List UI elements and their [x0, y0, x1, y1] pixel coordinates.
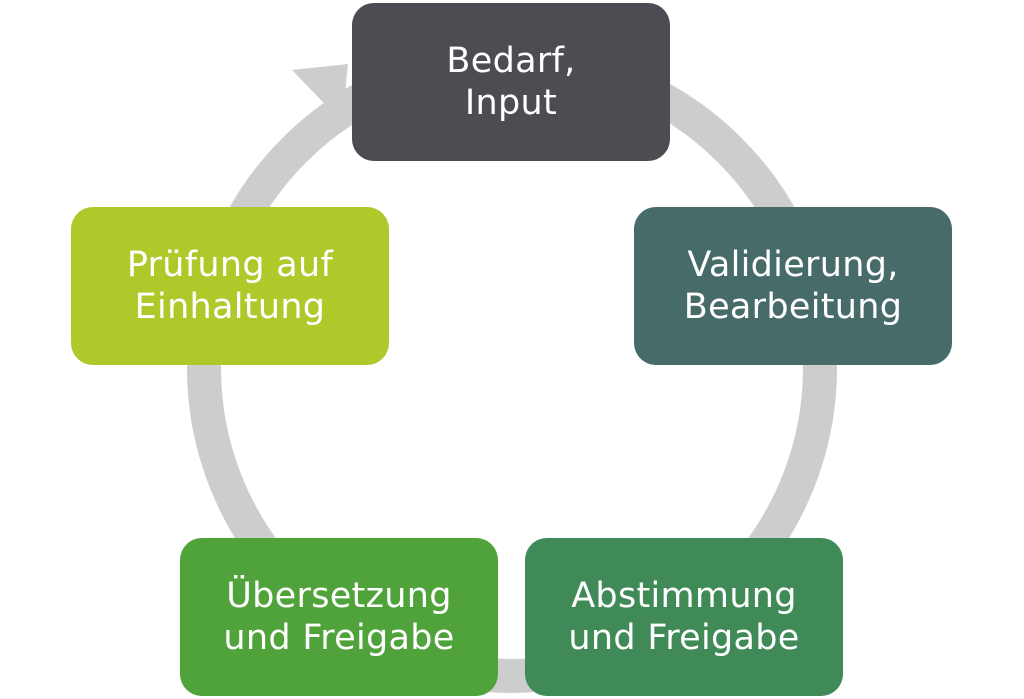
step-abstimmung-freigabe-label: Abstimmung und Freigabe	[568, 576, 800, 658]
step-validierung-bearbeitung-label: Validierung, Bearbeitung	[683, 245, 903, 327]
step-pruefung-einhaltung: Prüfung auf Einhaltung	[71, 207, 389, 365]
step-abstimmung-freigabe: Abstimmung und Freigabe	[525, 538, 843, 696]
step-uebersetzung-freigabe: Übersetzung und Freigabe	[180, 538, 498, 696]
step-bedarf-input-label: Bedarf, Input	[446, 41, 576, 123]
step-validierung-bearbeitung: Validierung, Bearbeitung	[634, 207, 952, 365]
step-bedarf-input: Bedarf, Input	[352, 3, 670, 161]
step-uebersetzung-freigabe-label: Übersetzung und Freigabe	[223, 576, 455, 658]
step-pruefung-einhaltung-label: Prüfung auf Einhaltung	[126, 245, 334, 327]
cycle-arrowhead-icon	[292, 64, 348, 122]
